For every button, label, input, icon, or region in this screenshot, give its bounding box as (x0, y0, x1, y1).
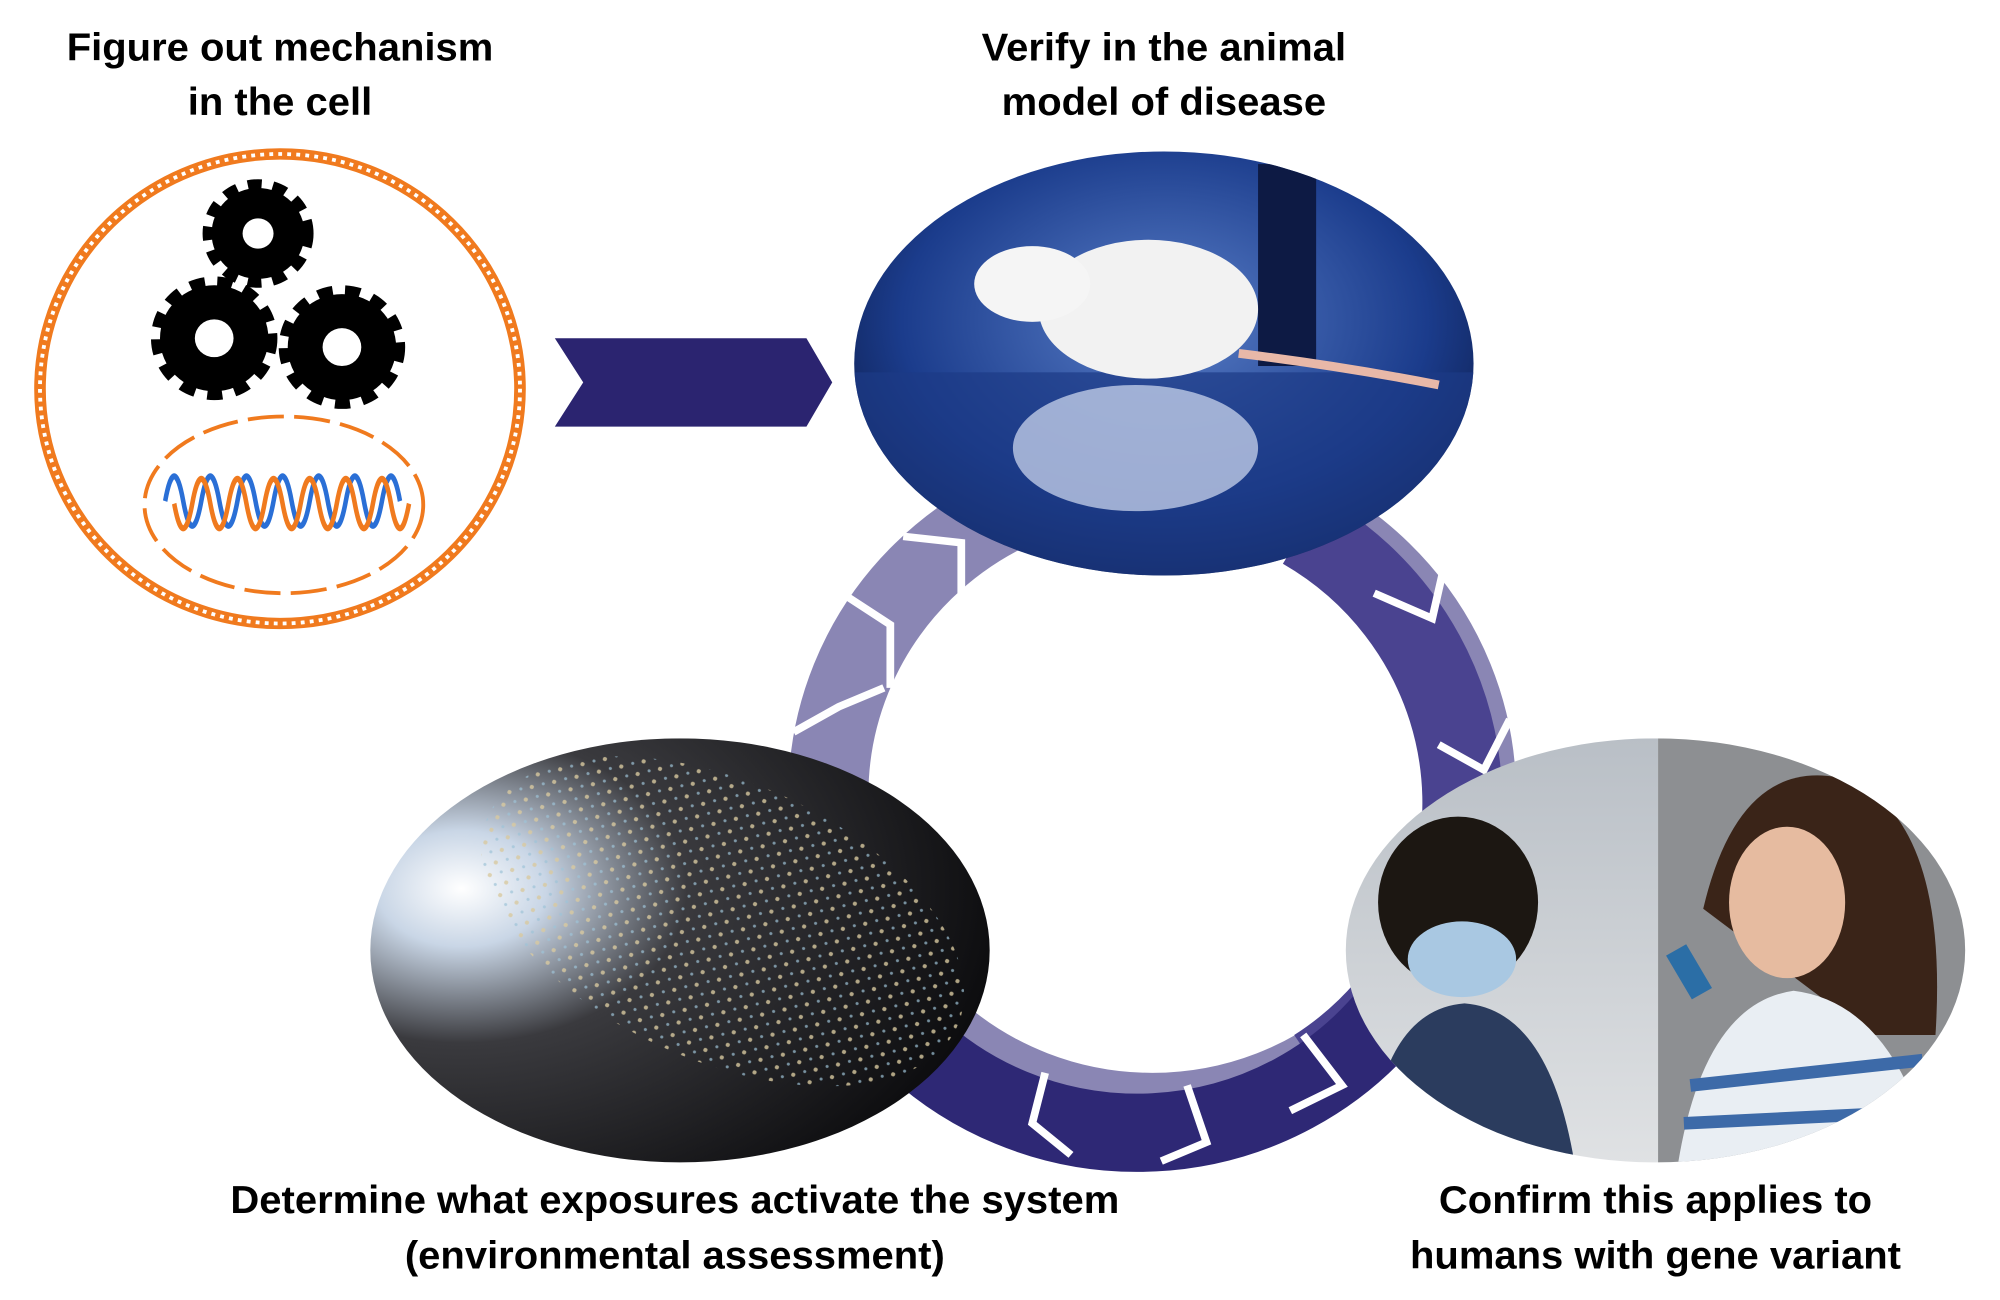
dna-helix-icon (162, 473, 412, 532)
step-label-line: Figure out mechanism (67, 26, 494, 70)
step-label-humans: Confirm this applies to humans with gene… (1410, 1178, 1901, 1277)
step-label-line: humans with gene variant (1410, 1234, 1901, 1278)
cell-diagram (34, 148, 526, 630)
humans-photo (1345, 738, 1966, 1163)
step-label-animal: Verify in the animal model of disease (982, 26, 1346, 124)
step-label-line: Verify in the animal (982, 26, 1346, 70)
animal-model-photo (854, 151, 1474, 576)
gears-icon (150, 179, 406, 409)
step-label-exposure: Determine what exposures activate the sy… (230, 1178, 1119, 1277)
step-label-line: (environmental assessment) (405, 1234, 945, 1278)
step-label-line: Determine what exposures activate the sy… (230, 1178, 1119, 1222)
exposure-particles-photo (370, 738, 990, 1163)
ring-bottom-segment (874, 985, 1426, 1172)
chevron-arrow-icon (554, 338, 833, 427)
nucleus-icon (142, 414, 426, 596)
step-label-cell: Figure out mechanism in the cell (67, 26, 494, 124)
step-label-line: in the cell (188, 80, 372, 124)
membrane-texture (38, 152, 522, 626)
ring-chevron-dividers (791, 532, 1514, 1165)
step-label-line: model of disease (1002, 80, 1326, 124)
step-label-line: Confirm this applies to (1439, 1178, 1872, 1222)
